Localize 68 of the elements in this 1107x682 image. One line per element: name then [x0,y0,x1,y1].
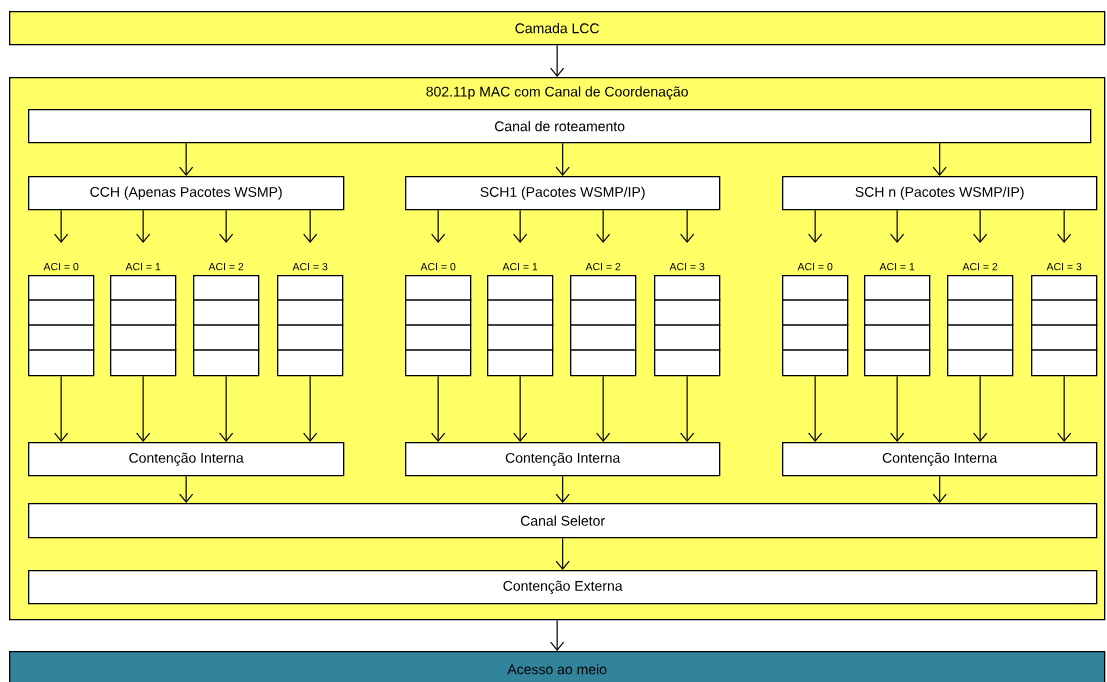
arrow [513,209,528,243]
arrow [932,475,947,503]
queue-box [863,275,931,377]
arrow [550,619,565,651]
queue-box [486,275,554,377]
process-box: Contenção Interna [28,442,345,477]
queue-label: ACI = 3 [669,262,705,271]
arrow [136,209,151,243]
queue-label: ACI = 2 [585,262,621,271]
arrow [555,475,570,503]
process-box: Canal de roteamento [28,109,1092,144]
arrow [973,209,988,243]
arrow [303,375,318,442]
arrow [808,209,823,243]
arrow [219,209,234,243]
queue-label: ACI = 3 [1046,262,1082,271]
arrow [136,375,151,442]
arrow [219,375,234,442]
queue-box [653,275,721,377]
process-box: SCH1 (Pacotes WSMP/IP) [405,176,721,211]
queue-label: ACI = 0 [43,262,79,271]
arrow [555,537,570,570]
queue-box [27,275,95,377]
queue-box [192,275,260,377]
queue-label: ACI = 1 [879,262,915,271]
queue-box [946,275,1014,377]
queue-label: ACI = 3 [292,262,328,271]
queue-box [569,275,637,377]
process-box: Contenção Interna [405,442,721,477]
arrow [1057,209,1072,243]
arrow [555,142,570,176]
arrow [54,375,69,442]
arrow [890,209,905,243]
arrow [680,375,695,442]
queue-label: ACI = 2 [208,262,244,271]
arrow [54,209,69,243]
arrow [596,209,611,243]
layer-band: Acesso ao meio [9,651,1106,682]
queue-box [781,275,849,377]
process-box: Contenção Interna [782,442,1098,477]
process-box: SCH n (Pacotes WSMP/IP) [782,176,1098,211]
arrow [303,209,318,243]
arrow [431,209,446,243]
arrow [680,209,695,243]
arrow [596,375,611,442]
arrow [973,375,988,442]
arrow [890,375,905,442]
queue-label: ACI = 1 [125,262,161,271]
arrow [179,475,194,503]
queue-box [404,275,472,377]
arrow [932,142,947,176]
process-box: Contenção Externa [28,570,1098,605]
arrow [431,375,446,442]
arrow [808,375,823,442]
arrow [1057,375,1072,442]
queue-box [1030,275,1098,377]
process-box: CCH (Apenas Pacotes WSMP) [28,176,345,211]
arrow [550,44,565,77]
arrow [513,375,528,442]
queue-label: ACI = 0 [797,262,833,271]
queue-box [109,275,177,377]
process-box: Canal Seletor [28,503,1098,539]
queue-box [276,275,344,377]
arrow [179,142,194,176]
layer-band: Camada LCC [9,11,1106,46]
queue-label: ACI = 0 [420,262,456,271]
queue-label: ACI = 2 [962,262,998,271]
queue-label: ACI = 1 [502,262,538,271]
